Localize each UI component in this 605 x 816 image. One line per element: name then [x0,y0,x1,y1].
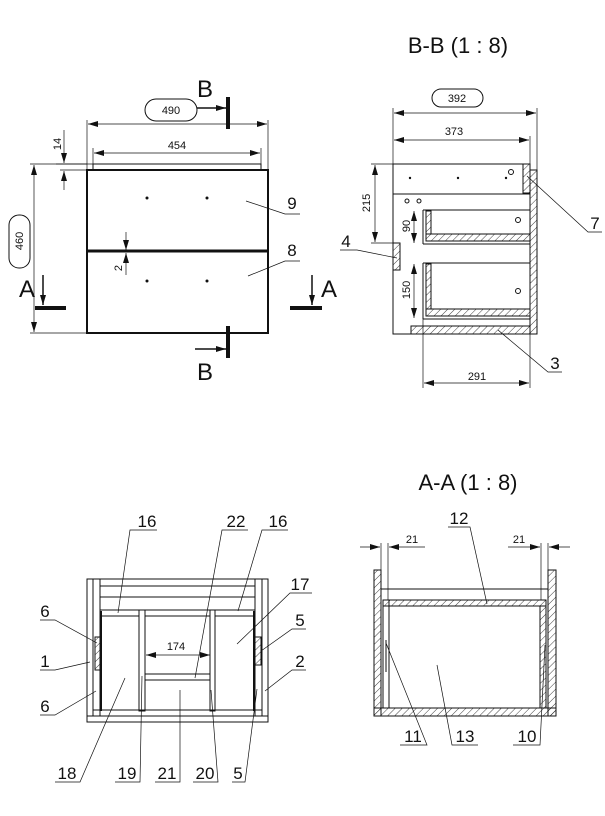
part-label-2: 2 [295,652,304,671]
part-label-6a: 6 [40,602,49,621]
part-label-12: 12 [450,509,469,528]
section-bb-title: B-B (1 : 8) [408,33,508,58]
section-aa: A-A (1 : 8) 21 21 12 11 13 10 [360,470,570,746]
dim-bubble-460 [8,214,31,269]
part-4-rail [392,242,401,271]
part-label-22: 22 [227,512,246,531]
dim-90: 90 [401,220,413,232]
dim-215: 215 [361,194,373,212]
section-aa-title: A-A (1 : 8) [418,470,517,495]
dim-454: 454 [168,140,186,152]
part-label-5b: 5 [233,764,242,783]
section-label-a-right: A [321,276,337,303]
dim-150: 150 [401,281,413,299]
part-label-5a: 5 [295,611,304,630]
section-label-b-top: B [197,76,213,103]
part-label-1: 1 [40,652,49,671]
part-label-7: 7 [590,214,599,233]
section-label-a-left: A [19,276,35,303]
part-label-17: 17 [291,575,310,594]
dim-392: 392 [448,93,466,105]
part-label-21: 21 [158,764,177,783]
part-label-18: 18 [58,764,77,783]
part-3-bottom [410,325,531,335]
dim-460: 460 [14,232,26,250]
part-label-19: 19 [118,764,137,783]
part-label-11: 11 [404,727,422,746]
part-label-8: 8 [287,241,296,260]
part-label-20: 20 [196,764,215,783]
part-label-13: 13 [456,727,475,746]
part-label-3: 3 [550,354,559,373]
interior-view: 174 16 22 16 17 5 6 1 2 6 18 19 21 20 5 [40,512,312,783]
dim-14: 14 [52,138,64,150]
dim-21-left: 21 [406,534,418,546]
section-label-b-bottom: B [197,359,213,386]
part-label-16a: 16 [138,512,157,531]
part-7-strip [522,163,531,194]
dim-2: 2 [113,265,125,271]
part-label-16b: 16 [269,512,288,531]
dim-291: 291 [468,371,486,383]
dim-21-right: 21 [513,534,525,546]
part-label-9: 9 [287,194,296,213]
dim-bubble-490 [144,98,198,122]
part-label-10: 10 [518,727,537,746]
part-label-4: 4 [341,232,350,251]
section-bb: B-B (1 : 8) 392 373 215 90 150 [340,33,602,388]
part-label-6b: 6 [40,697,49,716]
handle-holes [145,196,209,283]
dim-490: 490 [162,105,180,117]
dim-373: 373 [445,126,463,138]
back-panel [529,169,538,335]
dim-174: 174 [167,641,185,653]
front-view: 490 454 14 460 2 B B A A 9 [8,76,337,386]
